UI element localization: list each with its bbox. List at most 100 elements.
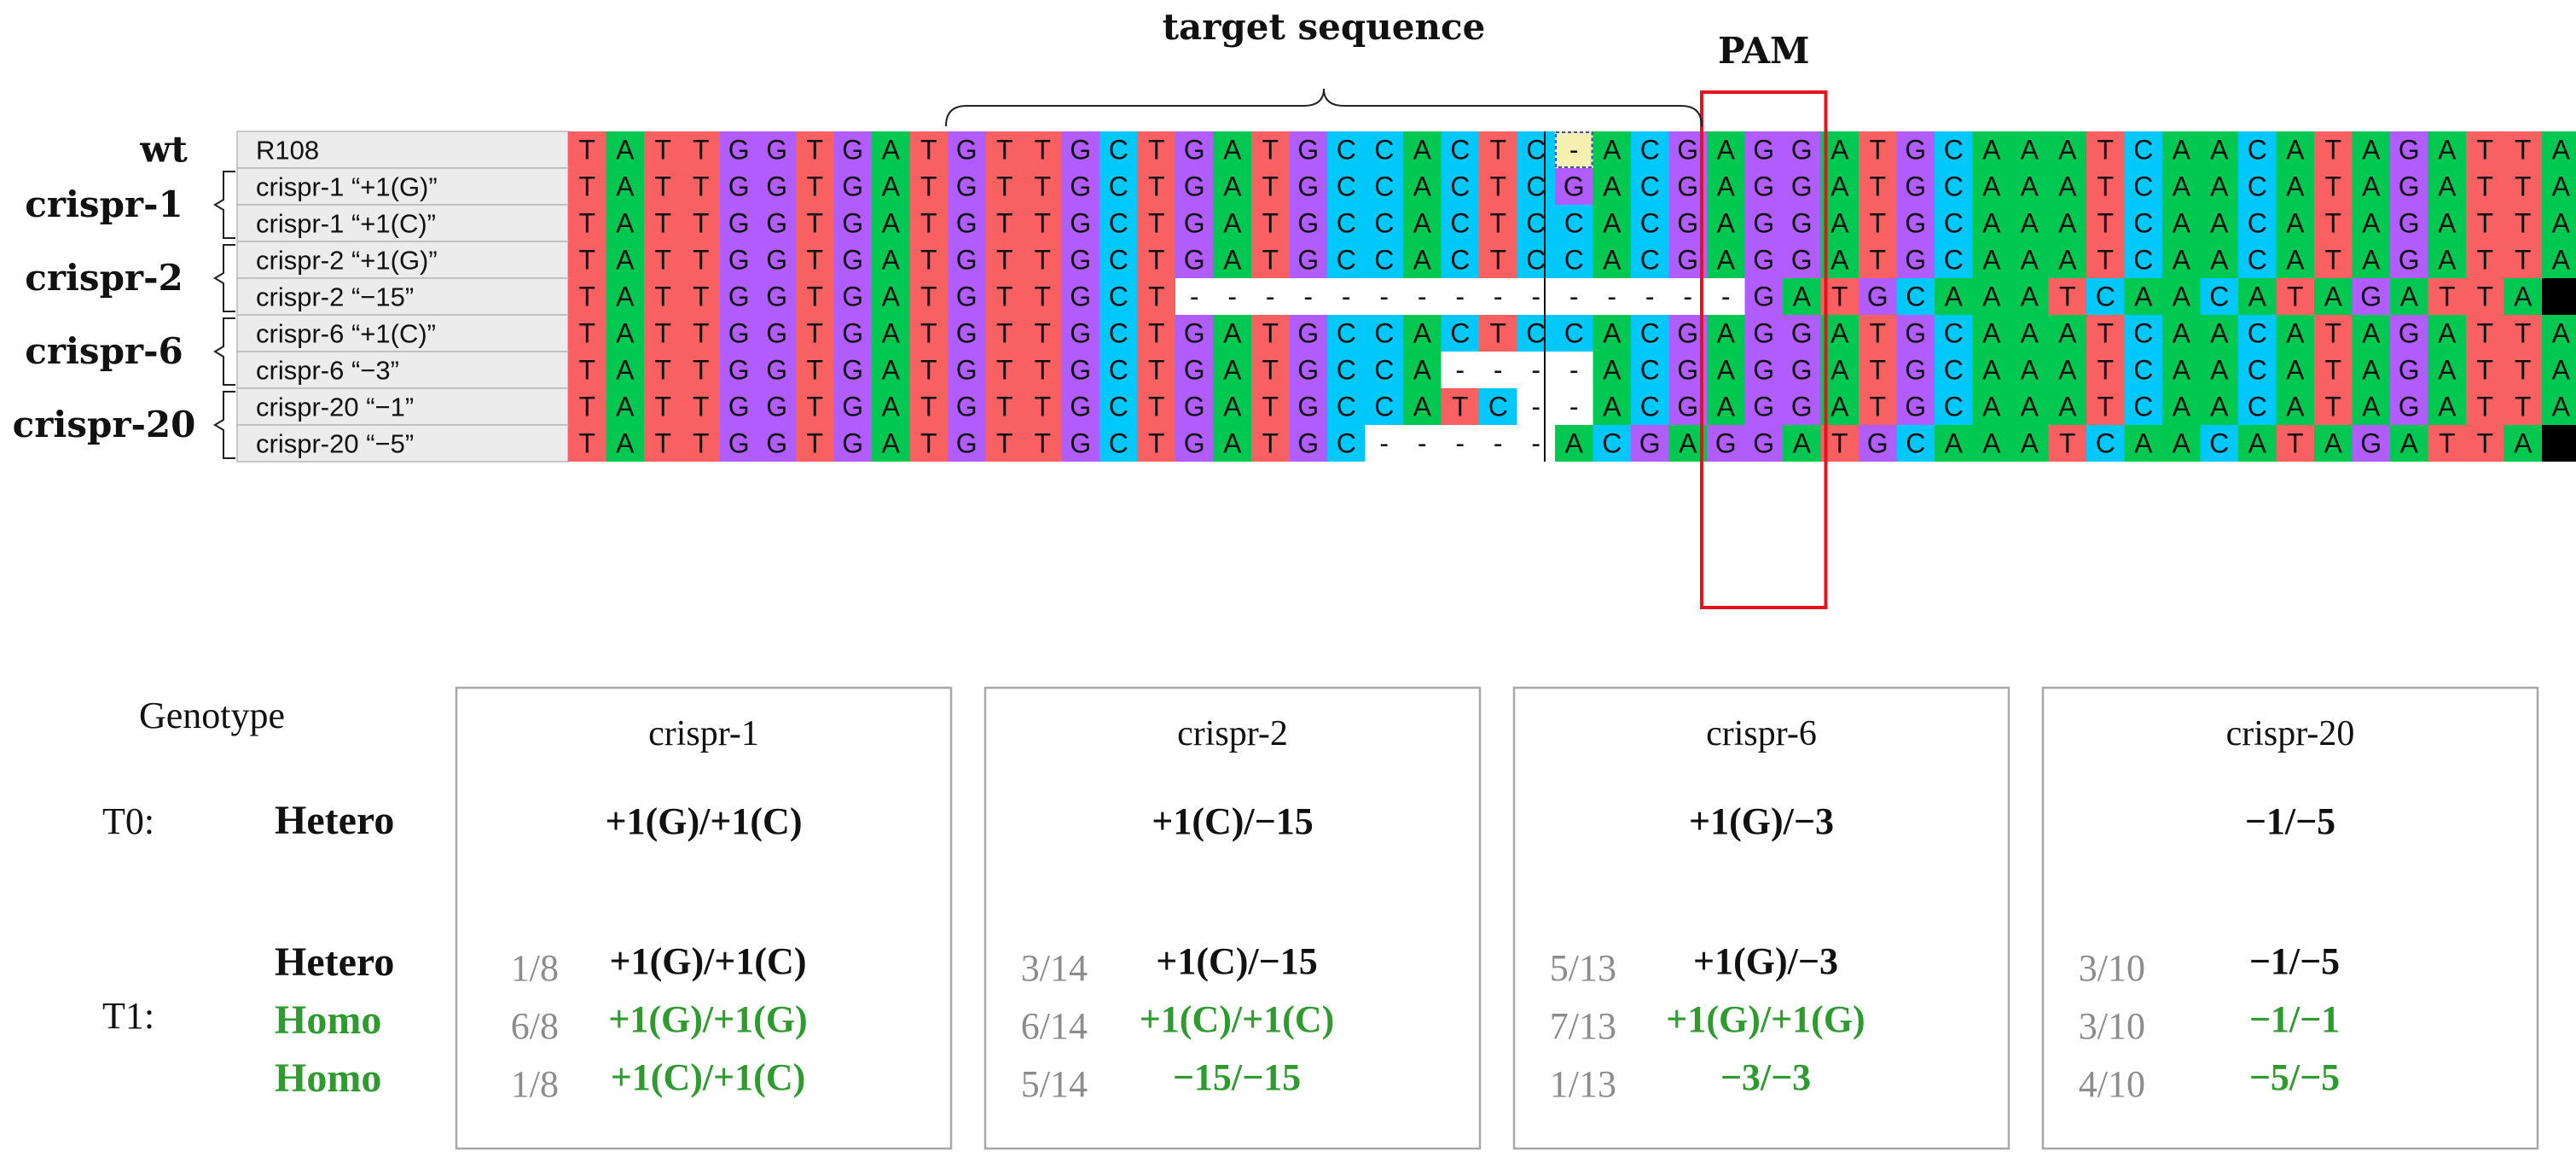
t1-genotype: +1(G)/−3	[1693, 940, 1838, 982]
base-cell	[1896, 131, 1935, 168]
base-cell	[2390, 315, 2428, 352]
base-letter: G	[842, 318, 863, 349]
base-letter: A	[2058, 135, 2077, 166]
base-letter: C	[2096, 428, 2115, 459]
base-letter: G	[1070, 172, 1091, 202]
base-letter: A	[2210, 392, 2229, 422]
base-letter: G	[956, 208, 978, 239]
base-letter: G	[1184, 392, 1205, 422]
base-cell	[1327, 315, 1366, 352]
base-letter: A	[882, 282, 901, 312]
base-letter: T	[996, 428, 1013, 459]
base-letter: C	[2209, 428, 2229, 459]
base-letter: T	[1034, 172, 1051, 202]
base-letter: -	[1494, 355, 1503, 386]
base-letter: A	[2362, 392, 2381, 422]
t1-type: Homo	[275, 997, 381, 1043]
base-letter: T	[2476, 135, 2493, 166]
base-cell	[2086, 241, 2125, 278]
t0-type: Hetero	[275, 798, 394, 843]
group-label: crispr-20	[13, 404, 196, 445]
base-letter: T	[654, 135, 671, 166]
base-letter: T	[1489, 172, 1506, 202]
base-letter: G	[1070, 355, 1091, 386]
base-cell	[1175, 425, 1214, 462]
base-letter: -	[1227, 282, 1237, 312]
base-cell	[2048, 131, 2087, 168]
base-cell	[1289, 241, 1328, 278]
group-label: crispr-1	[25, 183, 183, 225]
base-letter: C	[1526, 172, 1546, 202]
base-cell	[872, 205, 910, 241]
base-letter: T	[806, 208, 823, 239]
base-letter: C	[1374, 208, 1394, 239]
base-letter: C	[1374, 135, 1394, 166]
group-bracket	[213, 317, 235, 386]
base-letter: A	[1945, 282, 1964, 312]
base-cell	[757, 131, 797, 168]
base-letter: T	[1489, 208, 1506, 239]
base-letter: T	[2515, 355, 2532, 386]
base-letter: A	[1830, 355, 1849, 386]
base-cell	[1896, 205, 1935, 241]
base-cell	[2390, 352, 2428, 388]
base-letter: A	[1413, 245, 1432, 276]
gap-cell	[1441, 352, 1480, 388]
base-cell	[606, 425, 645, 462]
base-cell	[2124, 278, 2163, 315]
base-cell	[757, 241, 797, 278]
base-letter: T	[2097, 172, 2114, 202]
base-letter: C	[2248, 355, 2267, 386]
base-cell	[1935, 205, 1973, 241]
base-cell	[2466, 205, 2504, 241]
base-letter: T	[2059, 282, 2076, 312]
base-letter: G	[1791, 355, 1813, 386]
base-cell	[720, 278, 758, 315]
base-letter: A	[1603, 208, 1622, 239]
base-cell	[1859, 131, 1897, 168]
base-cell	[909, 241, 949, 278]
gap-cell	[1517, 352, 1556, 388]
base-cell	[1213, 205, 1252, 241]
base-letter: G	[728, 208, 750, 239]
base-cell	[1213, 241, 1252, 278]
base-cell	[2010, 388, 2049, 425]
base-cell	[2010, 131, 2049, 168]
gap-cell	[1593, 278, 1632, 315]
base-cell	[720, 241, 758, 278]
base-letter: T	[693, 428, 710, 459]
base-cell	[909, 352, 949, 388]
base-cell	[644, 278, 682, 315]
base-letter: -	[1531, 428, 1540, 459]
base-letter: A	[2173, 245, 2191, 276]
base-letter: G	[1070, 318, 1091, 349]
base-cell	[1213, 315, 1252, 352]
base-letter: G	[728, 355, 750, 386]
base-cell	[1744, 168, 1784, 205]
base-letter: T	[996, 318, 1013, 349]
base-letter: A	[2362, 245, 2381, 276]
base-cell	[2503, 278, 2543, 315]
base-cell	[948, 388, 986, 425]
base-cell	[1024, 131, 1062, 168]
base-letter: A	[1982, 135, 2001, 166]
base-letter: A	[1982, 318, 2001, 349]
row-label: crispr-6 “−3”	[256, 356, 399, 386]
base-letter: A	[2362, 208, 2381, 239]
base-cell	[1099, 425, 1138, 462]
pam-label: PAM	[1718, 30, 1810, 72]
base-cell	[644, 241, 682, 278]
base-letter: G	[1184, 208, 1205, 239]
base-letter: T	[920, 172, 937, 202]
base-letter: C	[2133, 135, 2153, 166]
base-letter: T	[2097, 355, 2114, 386]
base-cell	[2390, 168, 2428, 205]
base-letter: C	[2248, 135, 2267, 166]
row-label: crispr-20 “−1”	[256, 393, 414, 422]
base-cell	[833, 388, 873, 425]
base-letter: C	[1564, 208, 1584, 239]
base-letter: A	[2362, 355, 2381, 386]
t1-genotype: +1(C)/+1(C)	[611, 1056, 806, 1098]
base-cell	[1972, 388, 2011, 425]
base-cell	[2503, 425, 2543, 462]
